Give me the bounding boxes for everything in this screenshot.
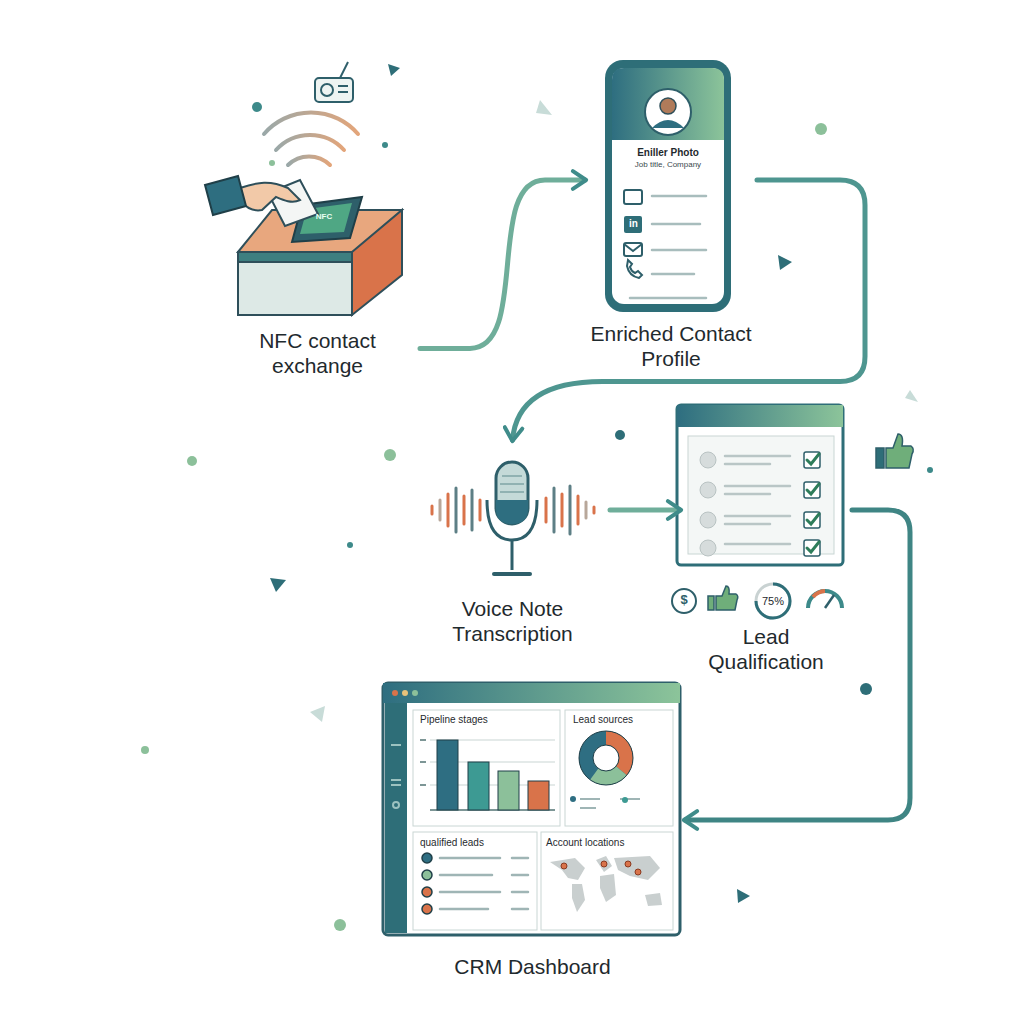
stage-caption: Enriched Contact Profile bbox=[586, 321, 756, 371]
inline-label: Account locations bbox=[546, 837, 670, 848]
inline-label: in bbox=[624, 218, 643, 229]
stage-node: Voice Note Transcription bbox=[415, 440, 610, 646]
flow-arrow bbox=[420, 180, 585, 348]
stage-caption: Voice Note Transcription bbox=[438, 596, 588, 646]
inline-label: Eniller Photo bbox=[613, 147, 723, 158]
inline-label: Job title, Company bbox=[613, 161, 723, 170]
thumbs-icon bbox=[708, 586, 738, 610]
decor bbox=[141, 64, 933, 931]
nfc-desk bbox=[205, 112, 402, 315]
microphone bbox=[432, 462, 594, 574]
inline-label: Lead sources bbox=[573, 714, 668, 725]
crm-dashboard bbox=[383, 683, 680, 935]
inline-label: Pipeline stages bbox=[420, 714, 540, 725]
stage-caption: NFC contact exchange bbox=[243, 328, 393, 378]
inline-label: $ bbox=[676, 593, 692, 607]
inline-label: NFC bbox=[309, 213, 339, 222]
thumbs-icon bbox=[876, 434, 913, 468]
stage-caption: CRM Dashboard bbox=[403, 954, 663, 979]
flow-arrow bbox=[685, 510, 910, 820]
phone bbox=[605, 60, 731, 312]
stage-node: Lead Qualification bbox=[680, 400, 852, 674]
inline-label: 75% bbox=[758, 595, 788, 607]
flow-arrow bbox=[610, 508, 680, 513]
stage-node: Enriched Contact Profile bbox=[585, 55, 757, 371]
stage-caption: Lead Qualification bbox=[701, 624, 831, 674]
flow-arrow bbox=[513, 180, 866, 440]
radio-icon bbox=[315, 62, 353, 102]
inline-label: qualified leads bbox=[420, 837, 530, 848]
